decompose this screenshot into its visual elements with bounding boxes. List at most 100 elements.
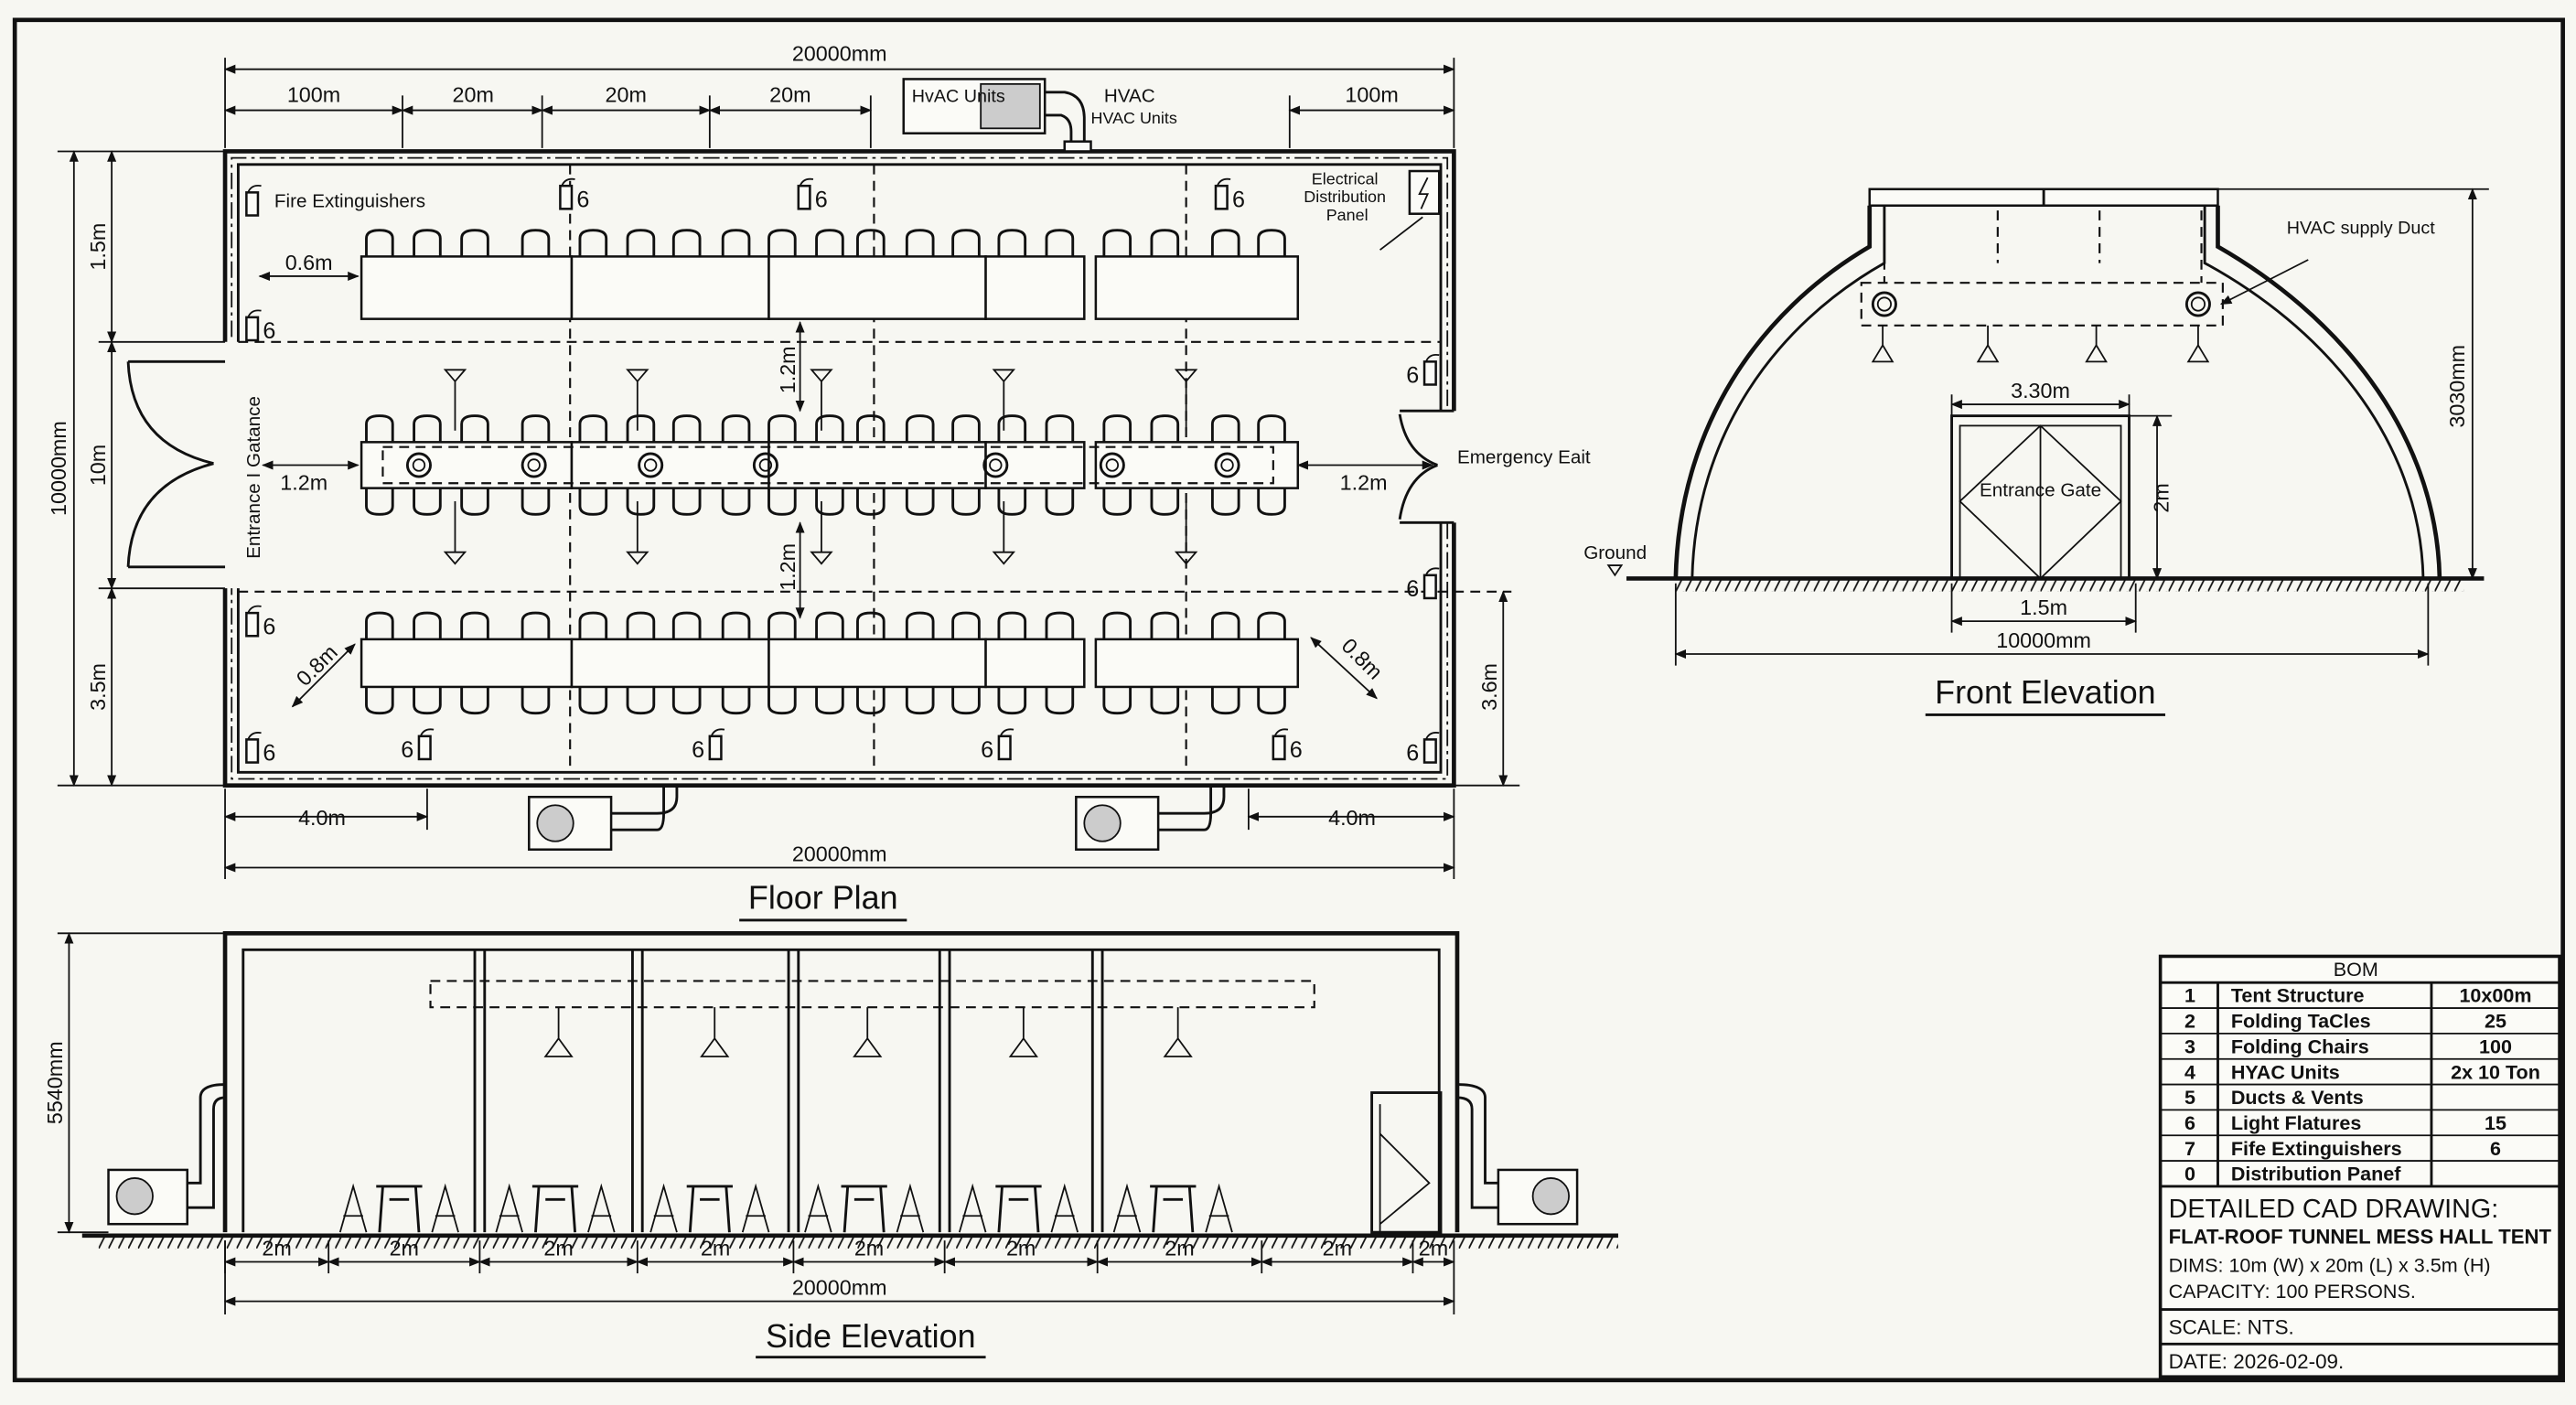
front-lights — [1871, 325, 2210, 363]
vent — [638, 452, 664, 478]
light-icon — [992, 500, 1016, 565]
chair — [905, 686, 935, 715]
chair — [521, 686, 551, 715]
chair — [671, 414, 702, 443]
table — [984, 255, 1086, 320]
table — [984, 638, 1086, 689]
bom-row-item: Fife Extinguishers — [2231, 1137, 2402, 1160]
title-date: DATE: 2026-02-09. — [2169, 1350, 2345, 1373]
chair — [721, 414, 751, 443]
title-heading: DETAILED CAD DRAWING: — [2169, 1195, 2499, 1224]
dim-gate-bottom: 1.5m — [2020, 595, 2067, 619]
chair — [521, 229, 551, 257]
bom-row-item: Folding TaCles — [2231, 1010, 2371, 1033]
dim-segment-label: 2m — [1419, 1236, 1448, 1260]
bom-column-lines — [2216, 982, 2433, 1186]
dim-side-height: 5540mm — [43, 1041, 67, 1124]
fire-extinguisher-icon — [1272, 735, 1286, 761]
chair — [815, 686, 844, 715]
bom-row-qty: 6 — [2490, 1137, 2501, 1160]
chair — [1045, 488, 1075, 516]
side-hvac-left — [107, 1083, 226, 1226]
table — [570, 638, 770, 689]
table-side — [686, 1185, 733, 1233]
extinguisher-count: 6 — [1406, 741, 1419, 767]
dim-front-height: 3030mm — [2445, 345, 2469, 428]
frame-post — [473, 949, 487, 1233]
chair — [721, 488, 751, 516]
bom-row-number: 0 — [2184, 1163, 2195, 1185]
front-elevation-title: Front Elevation — [1935, 673, 2156, 711]
dim-segment-label: 2m — [1006, 1236, 1036, 1260]
dim-overall-left: 10000mm — [47, 421, 70, 516]
chair — [767, 686, 797, 715]
extinguisher-count: 6 — [401, 737, 413, 763]
dim-segment-label: 2m — [1323, 1236, 1352, 1260]
frame-post — [1090, 949, 1104, 1233]
light-icon — [626, 500, 649, 565]
dim-overall-top: 20000mm — [792, 42, 887, 66]
bom-row-item: Tent Structure — [2231, 984, 2365, 1007]
chair — [1210, 686, 1240, 715]
dim-overall-bottom: 20000mm — [792, 842, 887, 865]
chair — [905, 488, 935, 516]
electrical-panel-label-line: Distribution — [1304, 188, 1390, 206]
bom-row-qty: 15 — [2485, 1111, 2506, 1134]
fire-extinguisher-nozzle — [1273, 728, 1289, 737]
ground-label: Ground — [1583, 542, 1647, 563]
chair — [413, 686, 442, 715]
table-side — [376, 1185, 423, 1233]
hvac-unit-bottom-right — [1075, 785, 1226, 851]
chair — [1102, 686, 1132, 715]
dim-row-gap-top: 1.2m — [776, 346, 800, 393]
chair — [1150, 229, 1180, 257]
chair — [1150, 686, 1180, 715]
bom-row-number: 6 — [2184, 1111, 2195, 1134]
chair-side — [338, 1183, 459, 1233]
light-icon — [992, 369, 1016, 431]
chair — [413, 611, 442, 639]
chair — [1045, 686, 1075, 715]
dim-row-gap-bottom: 1.2m — [776, 543, 800, 591]
chair — [997, 229, 1027, 257]
chair — [365, 686, 394, 715]
chair — [1150, 488, 1180, 516]
chair — [721, 686, 751, 715]
chair — [997, 414, 1027, 443]
dim-segment-label: 2m — [262, 1236, 291, 1260]
extinguisher-count: 6 — [263, 741, 275, 767]
vent — [982, 452, 1009, 478]
side-frame — [222, 930, 1460, 1233]
bom-row-qty: 2x 10 Ton — [2451, 1060, 2540, 1083]
fire-extinguisher-nozzle — [710, 728, 725, 737]
entrance-label: Entrance I Gatance — [243, 396, 264, 559]
chair-side — [649, 1183, 770, 1233]
chair-side — [804, 1183, 925, 1233]
dim-seg-3: 20m — [606, 83, 647, 107]
chair-side — [495, 1183, 616, 1233]
extinguisher-count: 6 — [576, 188, 589, 213]
entrance-door — [126, 359, 226, 569]
tunnel-arch — [1673, 205, 2442, 579]
title-scale: SCALE: NTS. — [2169, 1316, 2294, 1339]
electrical-panel-label: Electrical Distribution Panel — [1304, 169, 1390, 224]
front-elevation: HVAC supply Duct Ground Entrance Gate 3.… — [1583, 188, 2489, 716]
chair — [521, 488, 551, 516]
lightning-bolt-icon — [1418, 177, 1430, 209]
frame-post — [787, 949, 800, 1233]
bom-row-item: Distribution Panef — [2231, 1163, 2401, 1185]
bom-row-number: 4 — [2184, 1060, 2195, 1083]
bom-row-item: HYAC Units — [2231, 1060, 2340, 1083]
entrance-gate: Entrance Gate — [1950, 414, 2131, 580]
light-icon — [1008, 1007, 1038, 1057]
chair — [521, 414, 551, 443]
light-icon — [2186, 325, 2210, 363]
light-icon — [810, 369, 833, 431]
chair — [1102, 414, 1132, 443]
dim-aisle-left: 0.6m — [285, 251, 333, 274]
dim-diag-right: 0.8m — [1337, 634, 1388, 684]
vent-inner — [527, 458, 541, 472]
